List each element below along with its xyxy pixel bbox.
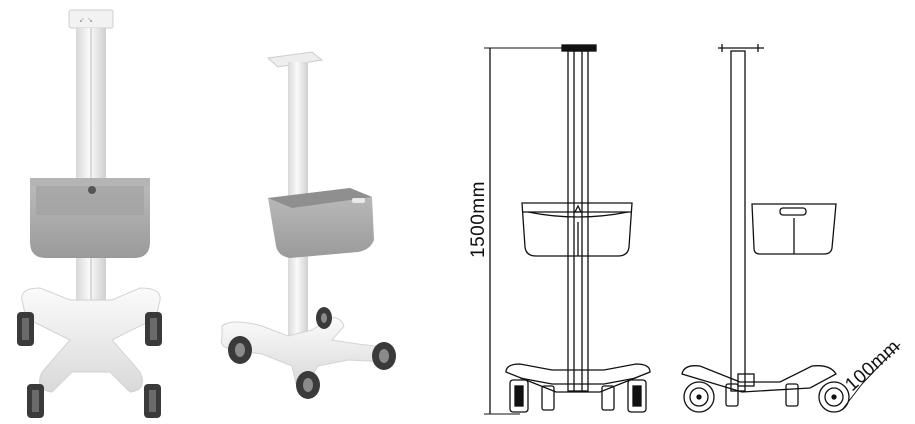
caster: [683, 381, 715, 413]
caster: [296, 371, 320, 399]
mount-plate: [266, 51, 324, 68]
base-star: [681, 365, 837, 393]
pole: [730, 50, 746, 392]
caster: [144, 384, 161, 418]
mount-plate: [561, 44, 597, 52]
caster: [228, 336, 252, 364]
caster: [785, 383, 799, 407]
basket: [751, 203, 837, 255]
caster: [725, 383, 739, 407]
svg-text:↙ ↘: ↙ ↘: [79, 16, 93, 24]
caster: [509, 379, 529, 413]
caster: [316, 307, 332, 329]
line-drawing-side: [681, 44, 901, 413]
caster: [541, 385, 555, 411]
basket-hole: [88, 186, 96, 194]
line-drawing-front: [484, 44, 651, 415]
caster: [372, 342, 396, 370]
caster: [27, 384, 44, 418]
caster: [601, 385, 615, 411]
caster-label: 100mm: [841, 336, 904, 396]
caster: [627, 379, 647, 413]
cart-render-angled: [220, 51, 396, 399]
height-label: 1500mm: [468, 181, 489, 258]
pole: [567, 50, 589, 392]
basket-handle: [779, 207, 807, 216]
caster: [17, 312, 34, 346]
cart-render-front: ↙ ↘: [17, 9, 162, 418]
basket: [521, 202, 633, 257]
basket-handle: [352, 198, 365, 203]
base-star: [21, 287, 161, 393]
caster: [818, 381, 850, 413]
mount-plate: [718, 44, 764, 52]
base-star: [505, 363, 651, 393]
caster-dimension-line: [841, 383, 863, 411]
caster: [145, 312, 162, 346]
